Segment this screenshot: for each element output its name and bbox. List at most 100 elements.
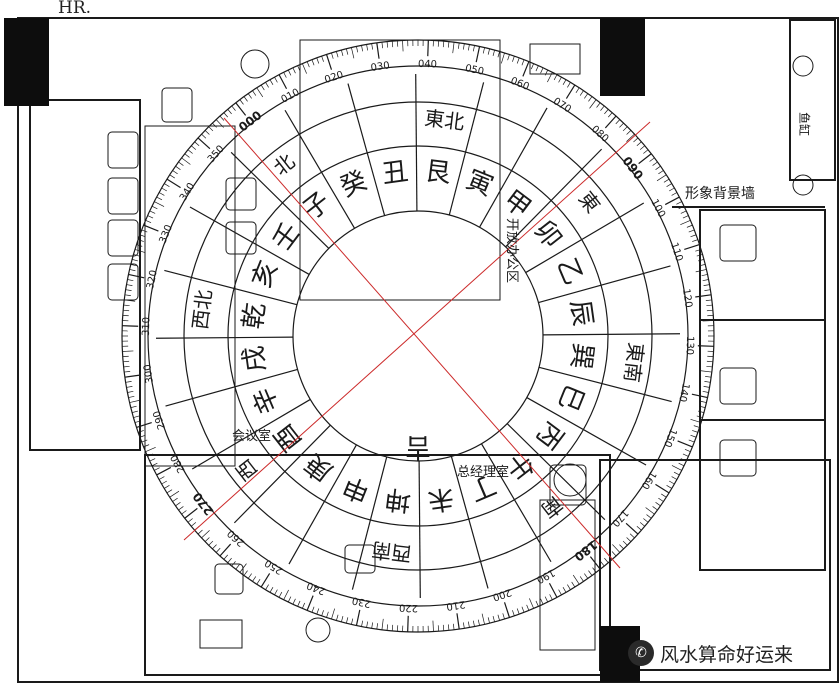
room-label-image-wall: 形象背景墙 [685, 186, 755, 202]
degree-tick [243, 96, 248, 102]
degree-label: 300 [142, 364, 156, 384]
degree-tick [695, 294, 712, 298]
degree-tick [331, 52, 334, 59]
degree-tick [134, 420, 141, 423]
degree-tick [658, 497, 664, 502]
mountain-char: 卯 [528, 215, 568, 254]
degree-tick [311, 606, 315, 613]
room-label-gm-office: 总经理室 [457, 464, 509, 480]
degree-tick [151, 462, 158, 467]
degree-tick [361, 620, 364, 627]
sector-divider [156, 336, 294, 339]
degree-tick [492, 616, 495, 623]
degree-tick [129, 269, 136, 272]
degree-tick [130, 405, 137, 408]
degree-tick [668, 480, 675, 485]
sector-divider [230, 151, 330, 249]
sector-divider [538, 265, 671, 304]
degree-tick [212, 122, 217, 128]
degree-tick [391, 624, 394, 631]
degree-tick [134, 249, 146, 254]
degree-tick [227, 557, 232, 563]
degree-tick [698, 259, 705, 262]
degree-tick [187, 149, 193, 154]
degree-tick [138, 430, 144, 433]
degree-tick [197, 137, 211, 150]
degree-tick [701, 274, 708, 277]
degree-tick [472, 620, 475, 627]
degree-tick [636, 525, 642, 531]
degree-tick [184, 507, 198, 519]
degree-tick [154, 467, 160, 471]
degree-tick [502, 613, 505, 620]
degree-tick [125, 381, 132, 383]
room-labels: 开放办公区 会议室 总经理室 形象背景墙 鱼缸 [232, 112, 812, 480]
degree-tick [697, 345, 714, 347]
axis-lines [183, 117, 651, 569]
degree-tick [265, 584, 269, 590]
degree-tick [386, 41, 389, 48]
tick-ring [147, 65, 689, 607]
degree-tick [306, 595, 314, 611]
degree-tick [391, 41, 394, 48]
degree-tick [151, 205, 158, 210]
degree-tick [666, 485, 672, 489]
degree-tick [125, 289, 132, 291]
sector-divider [479, 107, 548, 228]
degree-tick [691, 393, 708, 399]
degree-tick [682, 215, 689, 219]
degree-tick [565, 84, 576, 99]
degree-tick [402, 40, 404, 52]
degree-tick [336, 614, 339, 621]
degree-tick [463, 622, 465, 629]
degree-tick [346, 48, 349, 55]
degree-tick [321, 56, 324, 62]
degree-tick [661, 493, 667, 498]
degree-tick [447, 41, 450, 48]
degree-tick [516, 57, 520, 64]
degree-tick [252, 90, 257, 96]
degree-tick [223, 112, 229, 118]
degree-tick [658, 170, 664, 175]
degree-tick [147, 215, 154, 219]
mountain-char: 酉 [269, 418, 309, 457]
degree-tick [442, 624, 445, 631]
degree-tick [702, 279, 709, 282]
degree-tick [386, 624, 389, 631]
degree-tick [260, 573, 271, 588]
degree-tick [692, 239, 698, 242]
degree-tick [626, 537, 632, 542]
degree-tick [145, 220, 152, 224]
sector-divider [284, 109, 356, 229]
axis-ne-sw [183, 121, 651, 541]
degree-label: 100 [648, 198, 667, 220]
degree-tick [604, 557, 609, 563]
degree-tick [212, 544, 217, 550]
sector-divider [288, 444, 357, 565]
degree-tick [376, 42, 380, 59]
direction-label: 東北 [423, 106, 466, 135]
degree-tick [671, 465, 682, 471]
watermark: ✆ 风水算命好运来 [628, 636, 834, 670]
degree-tick [297, 600, 301, 607]
degree-tick [678, 462, 685, 467]
direction-label: 西南 [370, 538, 413, 567]
degree-tick [558, 589, 562, 596]
degree-tick [463, 43, 465, 50]
mountain-char: 艮 [423, 156, 452, 189]
sector-divider [542, 333, 680, 336]
degree-tick [141, 229, 148, 233]
degree-label: 050 [464, 63, 485, 78]
degree-tick [458, 42, 460, 49]
degree-tick [184, 153, 190, 158]
degree-label: 110 [668, 241, 684, 263]
degree-tick [316, 608, 320, 615]
degree-tick [703, 284, 710, 286]
degree-tick [698, 410, 705, 413]
degree-tick [287, 69, 292, 76]
degree-tick [497, 51, 500, 58]
walls [17, 17, 839, 683]
degree-label: 270 [190, 490, 216, 518]
inner-circle [292, 210, 544, 462]
degree-tick [671, 192, 678, 196]
